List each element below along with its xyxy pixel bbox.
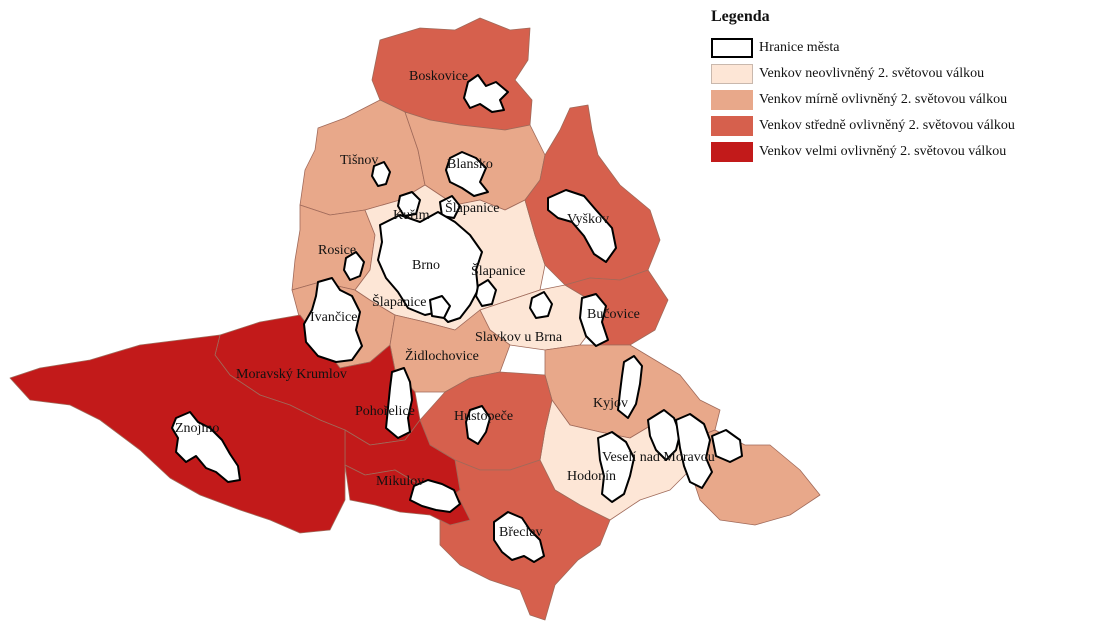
label-veseli: Veselí nad Moravou: [602, 450, 715, 465]
city-slavkov: [529, 291, 553, 319]
legend-item: Venkov velmi ovlivněný 2. světovou válko…: [711, 140, 1111, 163]
label-boskovice: Boskovice: [409, 69, 468, 84]
legend-label: Venkov středně ovlivněný 2. světovou vál…: [759, 117, 1015, 133]
legend-label: Hranice města: [759, 39, 840, 55]
city-slapanice-s: [429, 295, 451, 319]
legend-label: Venkov neovlivněný 2. světovou válkou: [759, 65, 985, 81]
city-vyskov: [547, 189, 617, 263]
label-kurim: Kuřim: [393, 208, 430, 223]
label-mikulov: Mikulov: [376, 474, 424, 489]
city-veseli-a: [647, 409, 681, 461]
city-hustopece: [465, 405, 491, 445]
label-rosice: Rosice: [318, 243, 356, 258]
label-pohorelice: Pohořelice: [355, 404, 415, 419]
legend-item: Venkov středně ovlivněný 2. světovou vál…: [711, 114, 1111, 137]
city-slapanice-e: [475, 279, 497, 307]
city-hodonin: [597, 431, 635, 503]
label-zidlochovice: Židlochovice: [405, 347, 479, 364]
legend-label: Venkov velmi ovlivněný 2. světovou válko…: [759, 143, 1007, 159]
label-slapanice-e: Šlapanice: [471, 262, 525, 279]
legend-title: Legenda: [711, 8, 770, 25]
city-mikulov: [409, 479, 461, 513]
city-pohorelice: [385, 367, 413, 439]
legend-swatch: [711, 141, 753, 162]
label-slapanice-s: Šlapanice: [372, 293, 426, 310]
label-znojmo: Znojmo: [175, 421, 219, 436]
city-znojmo: [171, 411, 241, 483]
label-moravsky-krumlov: Moravský Krumlov: [236, 367, 347, 382]
city-brno: [377, 211, 483, 323]
label-blansko: Blansko: [447, 157, 493, 172]
legend-label: Venkov mírně ovlivněný 2. světovou válko…: [759, 91, 1008, 107]
city-veseli-b: [675, 413, 713, 489]
city-kyjov: [617, 355, 643, 419]
legend-swatch: [711, 37, 753, 58]
legend-swatch: [711, 89, 753, 110]
label-slapanice-n: Šlapanice: [445, 199, 499, 216]
label-hustopece: Hustopeče: [454, 409, 513, 424]
legend-item: Venkov neovlivněný 2. světovou válkou: [711, 62, 1111, 85]
label-kyjov: Kyjov: [593, 396, 628, 411]
city-blansko: [445, 151, 489, 197]
legend-item: Hranice města: [711, 36, 1111, 59]
city-tisnov: [371, 161, 391, 187]
label-vyskov: Vyškov: [567, 212, 609, 227]
legend-item: Venkov mírně ovlivněný 2. světovou válko…: [711, 88, 1111, 111]
label-ivancice: Ivančice: [310, 310, 357, 325]
label-hodonin: Hodonín: [567, 469, 616, 484]
label-breclav: Břeclav: [499, 525, 543, 540]
label-slavkov: Slavkov u Brna: [475, 330, 563, 345]
legend-swatch: [711, 63, 753, 84]
label-tisnov: Tišnov: [340, 153, 378, 168]
legend-swatch: [711, 115, 753, 136]
region-vyskov: [524, 104, 661, 286]
city-rosice: [343, 251, 365, 281]
city-veseli-c: [711, 429, 743, 463]
city-kurim: [397, 191, 421, 217]
city-ivancice: [303, 277, 363, 363]
city-bucovice: [579, 293, 609, 347]
city-boskovice: [463, 74, 509, 113]
label-brno: Brno: [412, 258, 440, 273]
label-bucovice: Bučovice: [587, 307, 640, 322]
city-breclav: [493, 511, 545, 563]
